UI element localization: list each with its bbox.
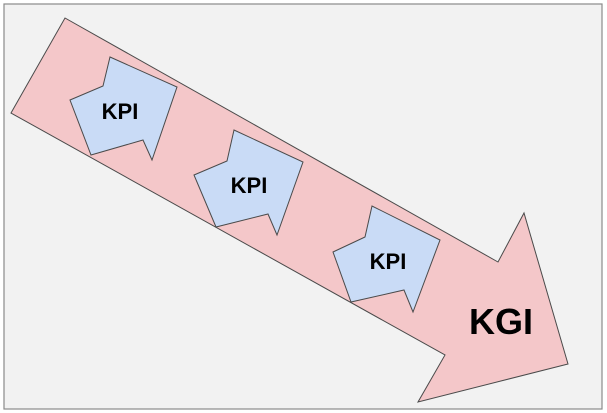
- kpi-arrow-3: KPI: [332, 205, 441, 314]
- kpi-label-1: KPI: [102, 99, 139, 124]
- kpi-label-2: KPI: [231, 173, 268, 198]
- kpi-arrow-1: KPI: [69, 56, 178, 162]
- kpi-arrow-shape: [193, 129, 304, 237]
- kpi-arrow-shape: [69, 56, 178, 162]
- kpi-arrow-shape: [332, 205, 441, 314]
- kpi-label-3: KPI: [370, 249, 407, 274]
- kpi-arrow-2: KPI: [193, 129, 304, 237]
- kgi-label: KGI: [469, 301, 533, 342]
